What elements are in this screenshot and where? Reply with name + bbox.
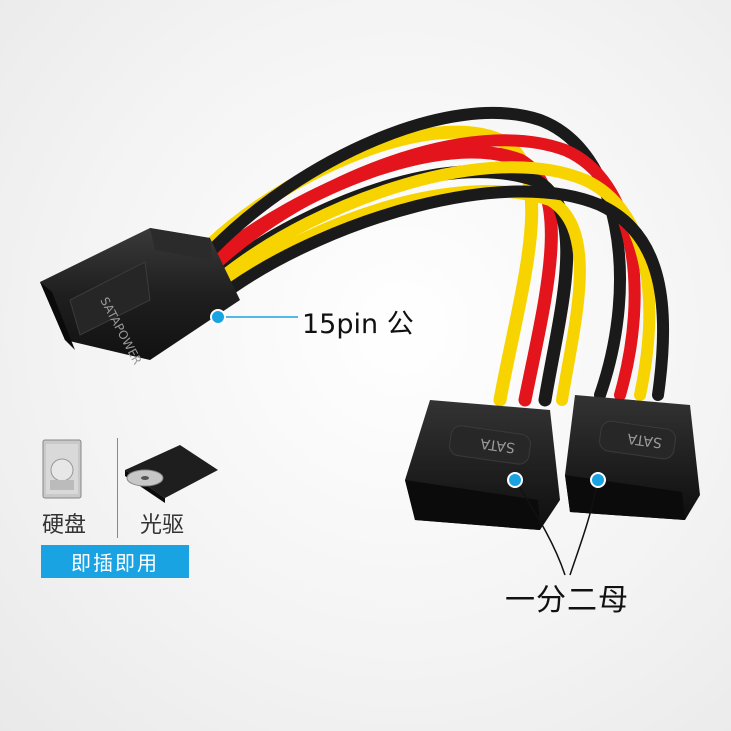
callout-dot-male: [210, 309, 226, 325]
sata-power-male-plug: SATAPOWER: [40, 228, 240, 367]
split-label: 一分二母: [505, 583, 629, 618]
plug-and-play-badge: 即插即用: [41, 545, 189, 578]
callout-dot-right: [590, 472, 606, 488]
device-divider: [117, 438, 118, 538]
hard-drive-label: 硬盘: [42, 513, 87, 538]
left-plug-text: SATA: [479, 435, 516, 456]
callouts: [210, 309, 606, 576]
hard-drive-icon: [42, 439, 82, 499]
optical-drive-label: 光驱: [140, 513, 185, 538]
sata-female-plug-left: SATA: [405, 400, 560, 530]
right-plug-text: SATA: [626, 430, 663, 451]
wire-bundle: [203, 106, 670, 407]
callout-dot-left: [507, 472, 523, 488]
male-connector-label: 15pin 公: [302, 309, 414, 340]
optical-drive-icon: [125, 445, 218, 503]
sata-female-plug-right: SATA: [565, 395, 700, 520]
